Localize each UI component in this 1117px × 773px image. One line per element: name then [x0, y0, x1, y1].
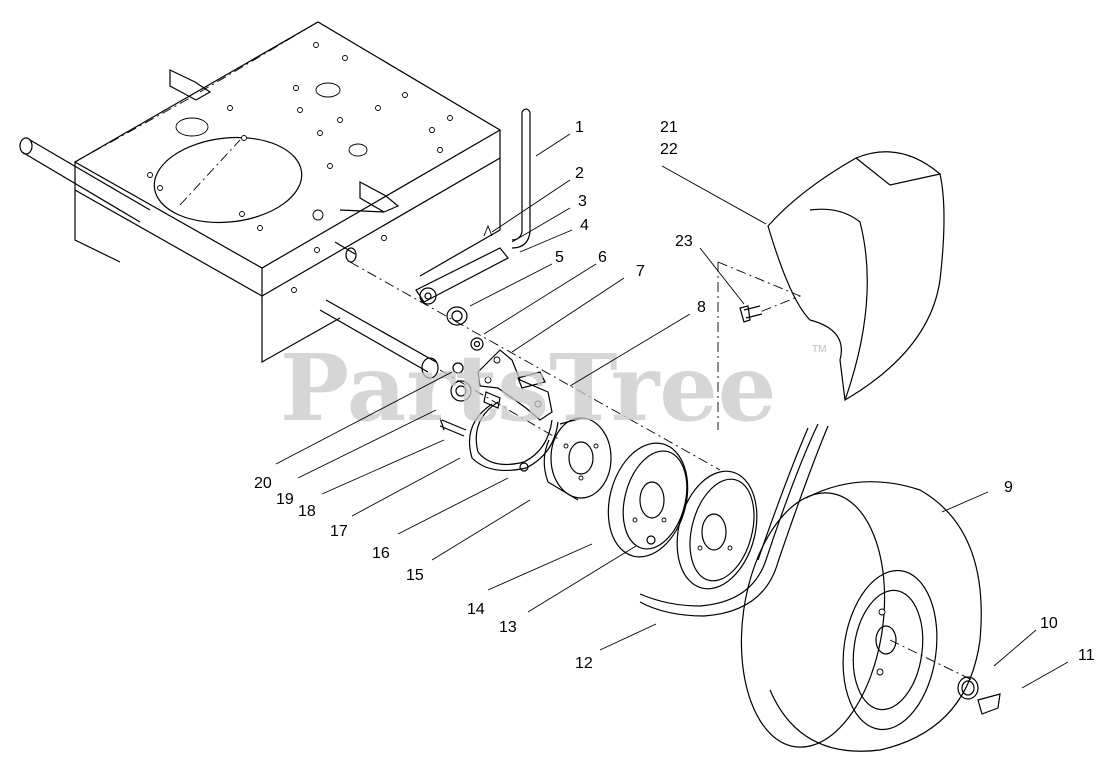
drive-pulley-inner: [607, 442, 689, 558]
callout-1: 1: [575, 119, 584, 136]
drive-pulley-outer: [676, 470, 758, 590]
callout-12: 12: [575, 655, 593, 672]
callout-21: 21: [660, 119, 678, 136]
rear-wheel: [740, 481, 982, 752]
rear-fender: [717, 151, 945, 430]
callout-labels: 1 2 3 4 5 6 7 8 9 10 11 12 13 14 15 16 1…: [254, 119, 1095, 672]
brake-band: [468, 391, 559, 471]
callout-10: 10: [1040, 615, 1058, 632]
brake-link-arm: [415, 224, 509, 326]
callout-4: 4: [580, 217, 589, 234]
callout-7: 7: [636, 263, 645, 280]
brake-drum: [519, 417, 612, 501]
callout-19: 19: [276, 491, 294, 508]
leader-lines: [275, 133, 1069, 689]
callout-9: 9: [1004, 479, 1013, 496]
callout-13: 13: [499, 619, 517, 636]
brake-lever-rod: [511, 108, 531, 249]
callout-11: 11: [1078, 647, 1095, 664]
svg-text:PartsTree: PartsTree: [280, 334, 776, 442]
callout-22: 22: [660, 141, 678, 158]
wheel-retainer: [957, 676, 1001, 715]
chassis-frame: [19, 21, 721, 471]
callout-18: 18: [298, 503, 316, 520]
callout-15: 15: [406, 567, 424, 584]
callout-17: 17: [330, 523, 348, 540]
callout-14: 14: [467, 601, 485, 618]
callout-6: 6: [598, 249, 607, 266]
callout-23: 23: [675, 233, 693, 250]
callout-3: 3: [578, 193, 587, 210]
watermark: PartsTree TM: [280, 334, 826, 442]
svg-text:TM: TM: [812, 344, 826, 355]
drive-belt: [639, 423, 829, 617]
callout-5: 5: [555, 249, 564, 266]
callout-20: 20: [254, 475, 272, 492]
callout-2: 2: [575, 165, 584, 182]
callout-16: 16: [372, 545, 390, 562]
pivot-hardware: [439, 362, 472, 437]
brake-bracket: [470, 337, 553, 421]
callout-8: 8: [697, 299, 706, 316]
